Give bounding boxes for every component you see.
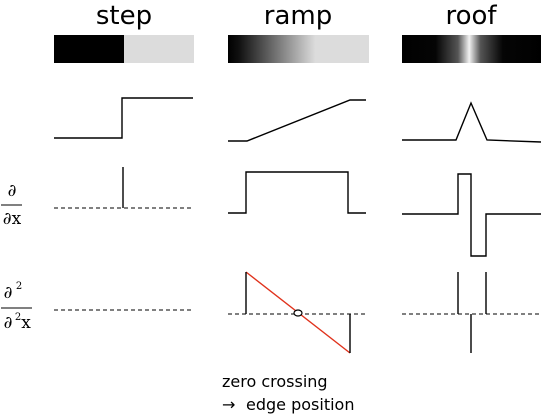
first-derivative-label: ∂ ∂x (1, 181, 22, 229)
second-derivative-denominator-variable: x (21, 313, 31, 333)
second-derivative-denominator: ∂ (4, 313, 13, 333)
roof-intensity-profile (402, 101, 541, 143)
zero-crossing-marker (293, 309, 303, 317)
second-derivative-label: ∂ 2 ∂ 2 x (1, 281, 32, 333)
step-intensity-profile (54, 97, 193, 139)
ramp-intensity-profile (228, 99, 366, 142)
ramp-intensity-strip (228, 35, 369, 63)
second-derivative-numerator-exponent: 2 (16, 281, 22, 292)
first-derivative-numerator: ∂ (8, 181, 17, 201)
annotation-line-2: edge position (246, 395, 354, 414)
step-intensity-strip (54, 35, 194, 63)
annotation-arrow: → (222, 395, 235, 414)
second-derivative-denominator-exponent: 2 (15, 312, 21, 323)
first-derivative-denominator: ∂x (3, 209, 22, 229)
column-title-step: step (96, 1, 152, 31)
annotation-line-1: zero crossing (222, 372, 328, 391)
column-title-ramp: ramp (264, 1, 332, 31)
roof-intensity-strip (402, 35, 541, 63)
column-title-roof: roof (445, 1, 497, 31)
roof-first-derivative-curve (402, 173, 541, 257)
ramp-first-derivative-curve (228, 171, 366, 214)
second-derivative-numerator: ∂ (4, 283, 13, 303)
